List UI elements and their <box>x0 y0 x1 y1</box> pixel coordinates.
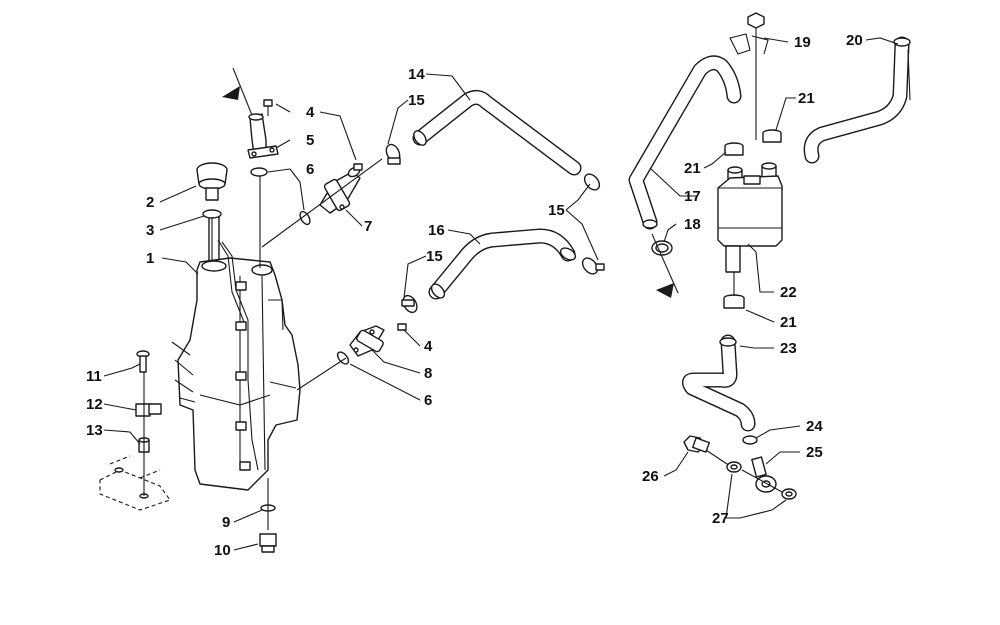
callout-26: 26 <box>642 468 659 485</box>
vent-hose-20 <box>803 36 911 164</box>
screw-4-lower <box>397 323 407 331</box>
o-ring-6-lower <box>336 351 350 365</box>
o-ring-6-upper <box>250 167 268 177</box>
callout-5: 5 <box>306 132 314 149</box>
direction-arrow-lower <box>651 233 679 298</box>
callout-7: 7 <box>364 218 372 235</box>
callout-3: 3 <box>146 222 154 239</box>
hose-clamp-15-mid-right <box>581 257 605 275</box>
callout-9: 9 <box>222 514 230 531</box>
callout-24: 24 <box>806 418 823 435</box>
vapor-canister-22 <box>717 162 783 273</box>
callout-17: 17 <box>684 188 701 205</box>
callout-15-c: 15 <box>426 248 443 265</box>
callout-4-lower: 4 <box>424 338 433 355</box>
hose-clamp-15-right <box>583 173 601 191</box>
callout-23: 23 <box>780 340 797 357</box>
callout-27: 27 <box>712 510 729 527</box>
drain-plug-10 <box>259 533 277 553</box>
callout-11: 11 <box>86 368 102 385</box>
elbow-fitting <box>247 113 279 159</box>
screw-4-upper <box>263 99 273 116</box>
fitting-26 <box>683 435 731 467</box>
nut-19 <box>729 12 769 140</box>
callout-21-c: 21 <box>780 314 797 331</box>
callout-21-a: 21 <box>798 90 815 107</box>
fill-cap <box>196 162 228 201</box>
chassis-stub <box>99 372 171 511</box>
callout-21-b: 21 <box>684 160 701 177</box>
callout-labels: 1 2 3 4 4 5 6 6 7 8 9 10 11 12 13 14 15 … <box>86 32 863 559</box>
screw-4-mid <box>353 163 363 171</box>
callout-2: 2 <box>146 194 154 211</box>
cap-21-left <box>724 142 744 156</box>
callout-1: 1 <box>146 250 154 267</box>
callout-13: 13 <box>86 422 103 439</box>
callout-15-a: 15 <box>408 92 425 109</box>
bolt-11 <box>136 350 150 373</box>
callout-20: 20 <box>846 32 863 49</box>
outlet-fitting-lower <box>349 325 385 357</box>
leader-lines <box>103 37 899 551</box>
oil-tank <box>171 239 301 491</box>
washer-24 <box>742 435 758 445</box>
hose-16 <box>428 228 577 300</box>
vent-hose-17 <box>628 55 742 230</box>
callout-4-upper: 4 <box>306 104 315 121</box>
callout-22: 22 <box>780 284 797 301</box>
nut-clip-12 <box>135 403 162 417</box>
callout-8: 8 <box>424 365 432 382</box>
callout-16: 16 <box>428 222 445 239</box>
callout-12: 12 <box>86 396 103 413</box>
cap-21-lower <box>723 294 745 309</box>
callout-6-upper: 6 <box>306 161 314 178</box>
cap-21-right <box>762 129 782 143</box>
callout-6-lower: 6 <box>424 392 432 409</box>
guide-line-upper <box>261 158 383 248</box>
callout-15-b: 15 <box>548 202 565 219</box>
callout-18: 18 <box>684 216 701 233</box>
banjo-fitting-25 <box>741 456 783 493</box>
hose-14 <box>412 89 582 176</box>
o-ring-6-mid <box>299 210 311 226</box>
sealing-washers-27 <box>726 461 797 500</box>
hose-clamp-18 <box>651 240 673 256</box>
hose-clamp-15-upper <box>385 143 401 165</box>
callout-25: 25 <box>806 444 823 461</box>
callout-14: 14 <box>408 66 425 83</box>
o-ring-3 <box>202 209 222 219</box>
guide-line-lower <box>296 357 347 391</box>
hose-clamp-15-lower <box>401 294 418 314</box>
callout-19: 19 <box>794 34 811 51</box>
callout-10: 10 <box>214 542 231 559</box>
drain-hose-23 <box>681 334 756 432</box>
